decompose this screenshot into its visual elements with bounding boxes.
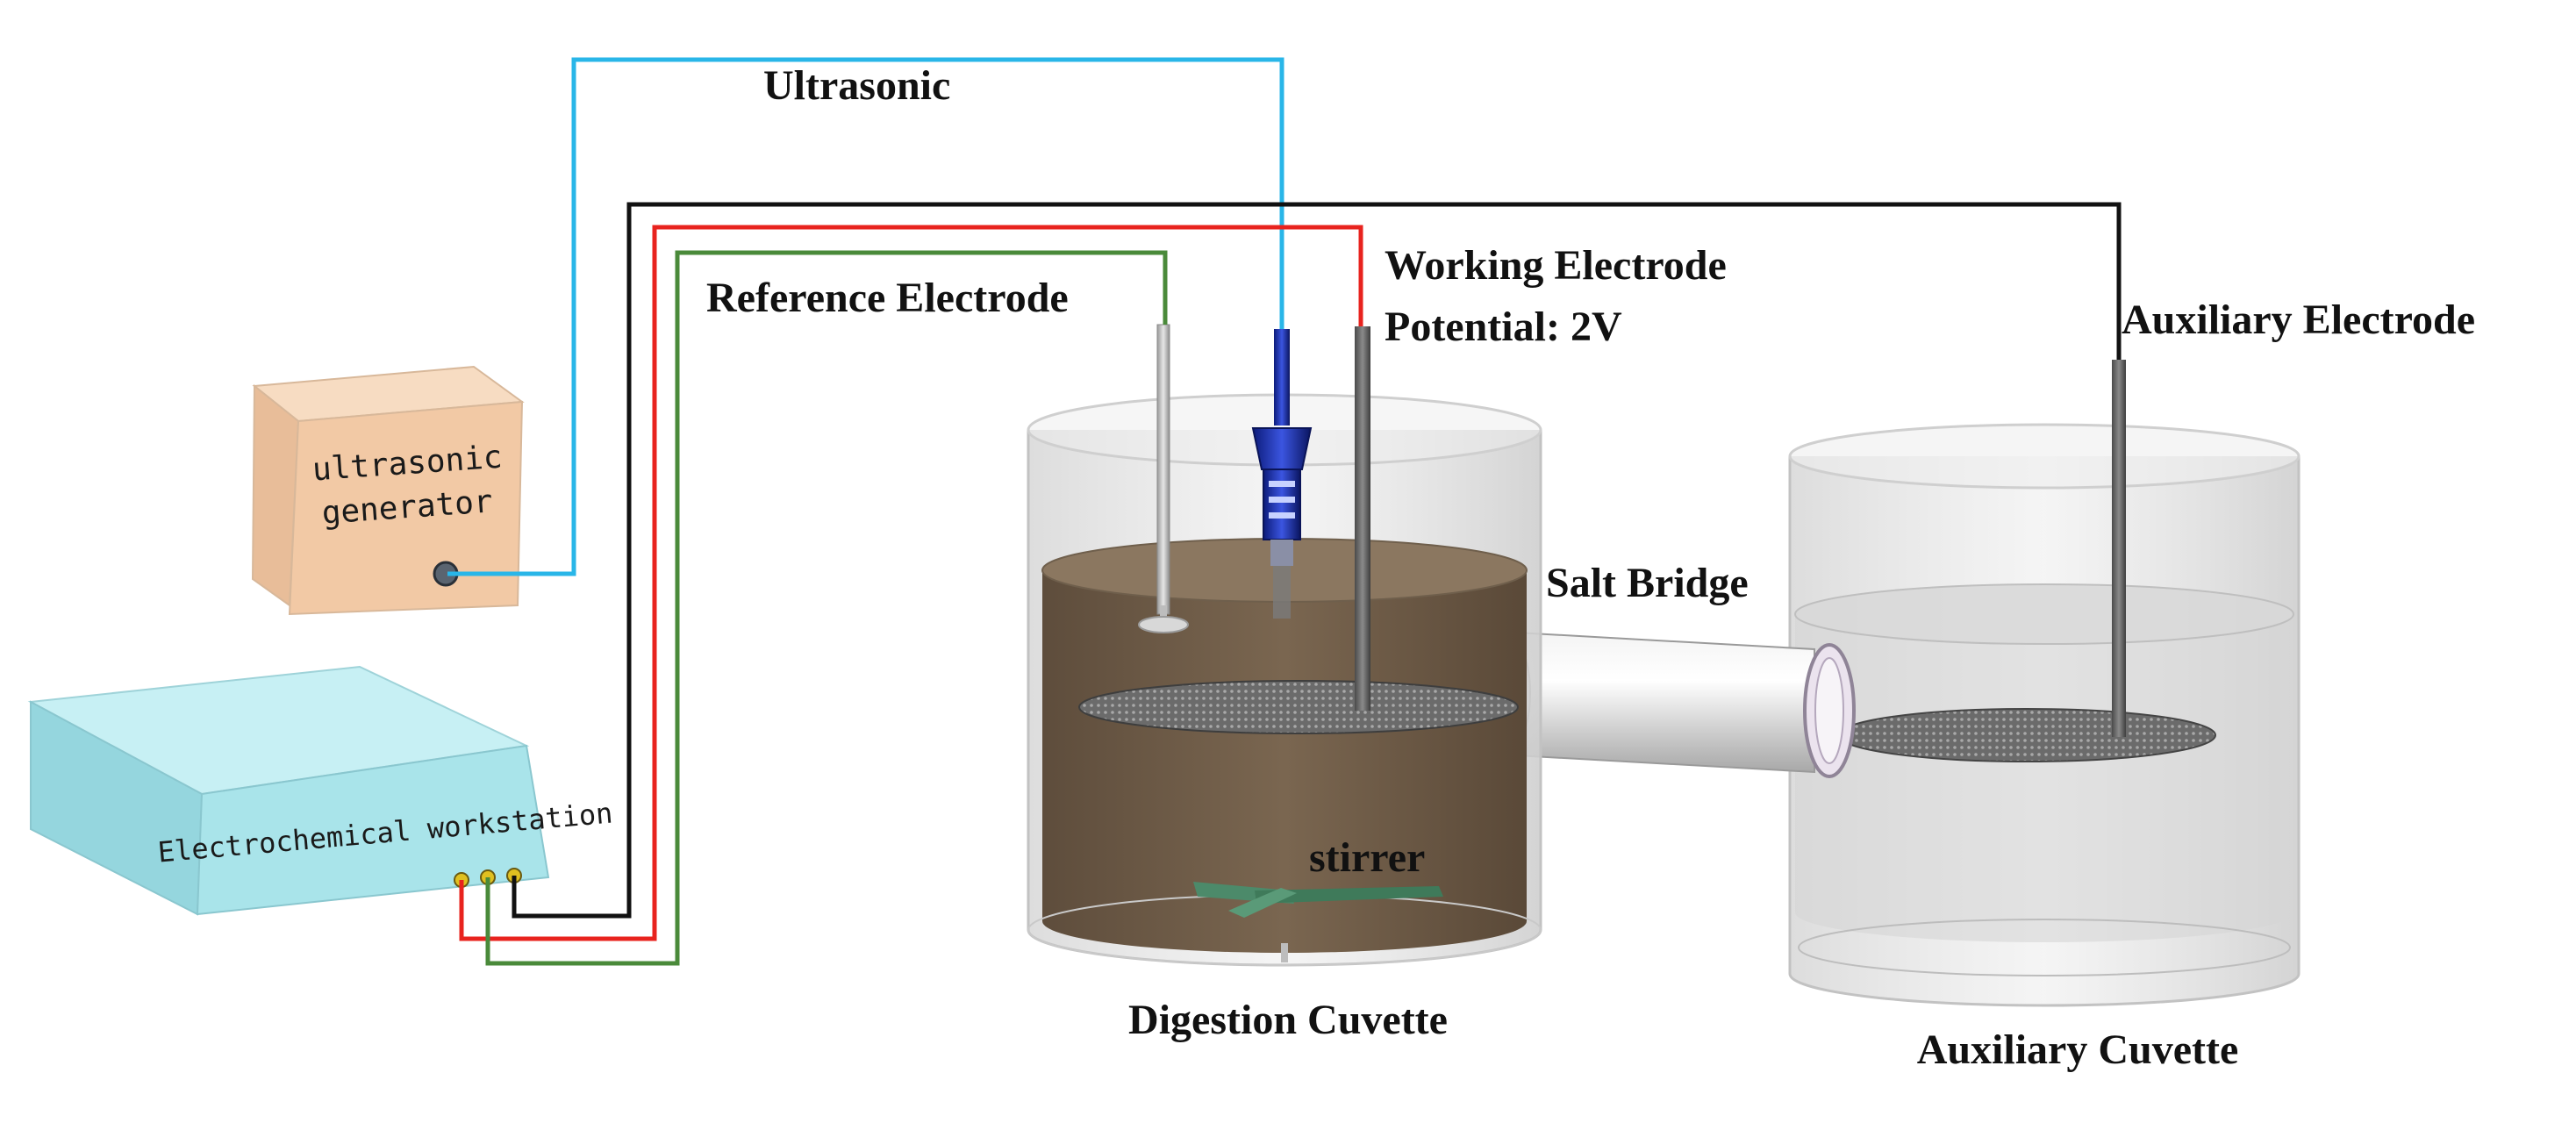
auxiliary-cuvette — [1788, 360, 2301, 1007]
label-reference-electrode: Reference Electrode — [706, 275, 1069, 321]
auxiliary-mesh-electrode — [1837, 708, 2216, 762]
label-digestion-cuvette: Digestion Cuvette — [1128, 997, 1448, 1043]
ultrasonic-wire — [447, 57, 1284, 576]
label-auxiliary-electrode: Auxiliary Electrode — [2122, 297, 2475, 343]
label-salt-bridge: Salt Bridge — [1546, 560, 1749, 606]
working-mesh-electrode — [1078, 680, 1519, 734]
working-electrode-rod — [1355, 326, 1370, 711]
digestion-liquid — [1042, 539, 1527, 953]
digestion-cuvette — [1027, 324, 1542, 967]
electrochemical-workstation: Electrochemical workstation — [27, 665, 614, 916]
label-auxiliary-cuvette: Auxiliary Cuvette — [1917, 1026, 2239, 1073]
reference-electrode — [1138, 324, 1189, 633]
auxiliary-wire — [512, 202, 2122, 919]
auxiliary-electrode-rod — [2112, 360, 2126, 737]
ultrasonic-probe — [1251, 329, 1313, 619]
ultrasonic-generator: ultrasonic generator — [251, 365, 525, 616]
label-stirrer: stirrer — [1309, 834, 1425, 881]
label-working-electrode: Working Electrode — [1385, 242, 1727, 289]
label-ultrasonic: Ultrasonic — [763, 62, 950, 109]
label-working-potential: Potential: 2V — [1385, 304, 1622, 350]
stirrer-bar — [1193, 882, 1443, 918]
working-wire — [459, 225, 1363, 941]
reference-wire — [485, 250, 1168, 966]
